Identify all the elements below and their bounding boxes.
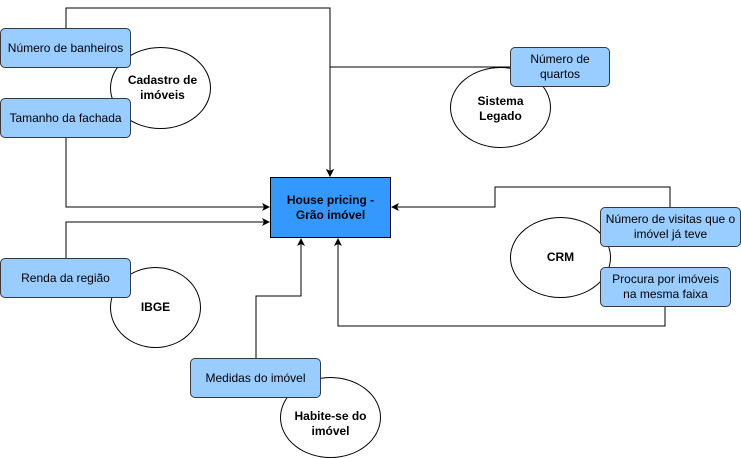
feature-procura-por-imoveis[interactable]: Procura por imóveis na mesma faixa bbox=[600, 267, 731, 307]
feature-numero-de-banheiros[interactable]: Número de banheiros bbox=[0, 28, 131, 68]
edge-fachada-to-target bbox=[65, 138, 270, 211]
edge-medidas-to-target bbox=[255, 238, 305, 358]
source-crm-label: CRM bbox=[546, 250, 575, 264]
feature-tamanho-da-fachada[interactable]: Tamanho da fachada bbox=[0, 98, 131, 138]
feature-medidas-do-imovel[interactable]: Medidas do imóvel bbox=[190, 358, 321, 398]
edge-visitas-to-target bbox=[391, 186, 671, 211]
feature-numero-de-quartos[interactable]: Número de quartos bbox=[510, 47, 610, 87]
edge-quartos-to-target bbox=[326, 66, 510, 177]
edge-procura-to-target bbox=[334, 238, 666, 327]
target-house-pricing[interactable]: House pricing - Grão imóvel bbox=[270, 177, 391, 238]
source-ibge: IBGE bbox=[110, 267, 201, 348]
feature-procura-label: Procura por imóveis na mesma faixa bbox=[612, 272, 719, 301]
source-cadastro-label: Cadastro de imóveis bbox=[127, 73, 198, 102]
feature-quartos-label: Número de quartos bbox=[530, 52, 590, 81]
source-crm: CRM bbox=[510, 217, 611, 298]
source-ibge-label: IBGE bbox=[140, 300, 171, 314]
feature-visitas-label: Número de visitas que o imóvel já teve bbox=[605, 212, 736, 241]
source-legado-label: Sistema Legado bbox=[477, 93, 524, 123]
source-cadastro-de-imoveis: Cadastro de imóveis bbox=[110, 47, 211, 129]
feature-renda-da-regiao[interactable]: Renda da região bbox=[0, 258, 131, 298]
feature-fachada-label: Tamanho da fachada bbox=[9, 110, 122, 125]
edge-renda-to-target bbox=[65, 218, 270, 258]
source-habite-label: Habite-se do imóvel bbox=[294, 408, 367, 438]
feature-numero-de-visitas[interactable]: Número de visitas que o imóvel já teve bbox=[600, 207, 741, 247]
feature-medidas-label: Medidas do imóvel bbox=[205, 370, 306, 385]
feature-banheiros-label: Número de banheiros bbox=[7, 40, 124, 55]
target-label: House pricing - Grão imóvel bbox=[286, 192, 375, 222]
feature-renda-label: Renda da região bbox=[21, 270, 110, 285]
